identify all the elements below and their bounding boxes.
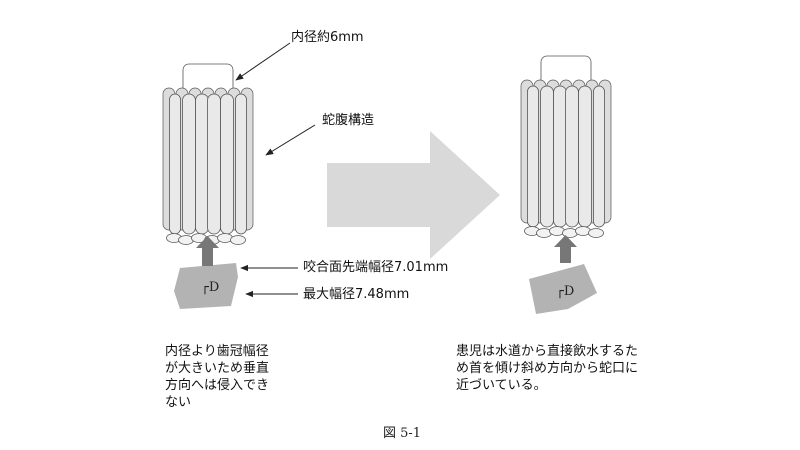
right-explanation-line: め首を傾け斜め方向から蛇口に [456, 361, 639, 376]
right-explanation-line: 近づいている。 [456, 378, 547, 393]
tube-rod-end [588, 228, 604, 238]
tube-rod-front [169, 93, 181, 235]
tube-rod-front [553, 85, 567, 228]
right-tooth-shape [529, 264, 597, 314]
tube-rod-end [230, 235, 246, 245]
occlusal-width-label: 咬合面先端幅径7.01mm [303, 259, 448, 275]
tube-rod-end [178, 235, 194, 245]
tube-rod-end [217, 233, 233, 243]
left-up-arrow [196, 236, 219, 266]
tube-rod-front [195, 93, 209, 235]
big-transition-arrow [327, 131, 500, 259]
tube-rod-front [578, 85, 592, 228]
left-explanation-line: が大きいため垂直 [165, 361, 270, 376]
tube-rod-front [593, 85, 605, 228]
left-explanation: 内径より歯冠幅径 が大きいため垂直 方向へは侵入でき ない [165, 343, 305, 411]
tube-rod-front [540, 85, 554, 228]
max-width-label: 最大幅径7.48mm [303, 287, 409, 302]
tube-rod-front [527, 85, 539, 228]
bellows-label: 蛇腹構造 [322, 112, 374, 128]
tube-rod-end [536, 228, 552, 238]
inner-diameter-leader [235, 42, 291, 81]
tube-rod-front [565, 85, 579, 228]
right-tooth-label: ┌D [556, 284, 574, 299]
right-explanation-line: 患児は水道から直接飲水するた [456, 344, 639, 359]
left-tooth-label: ┌D [201, 280, 219, 295]
tube-rod-front [207, 93, 221, 235]
tube-rod-end [549, 226, 565, 236]
figure-caption: 図 5-1 [383, 426, 421, 441]
tube-rod-end [575, 226, 591, 236]
tube-rod-front [235, 93, 247, 235]
bellows-leader [265, 124, 316, 156]
left-explanation-line: 内径より歯冠幅径 [165, 344, 269, 359]
right-up-arrow [554, 235, 577, 263]
left-explanation-line: ない [165, 395, 192, 410]
right-explanation: 患児は水道から直接飲水するた め首を傾け斜め方向から蛇口に 近づいている。 [456, 343, 696, 394]
left-tooth-shape [174, 263, 238, 309]
right-bellows-tube [520, 55, 612, 238]
tube-rod-front [182, 93, 196, 235]
inner-diameter-label: 内径約6mm [291, 29, 364, 45]
left-explanation-line: 方向へは侵入でき [165, 378, 270, 393]
tube-rod-front [220, 93, 234, 235]
left-bellows-tube [162, 63, 254, 245]
